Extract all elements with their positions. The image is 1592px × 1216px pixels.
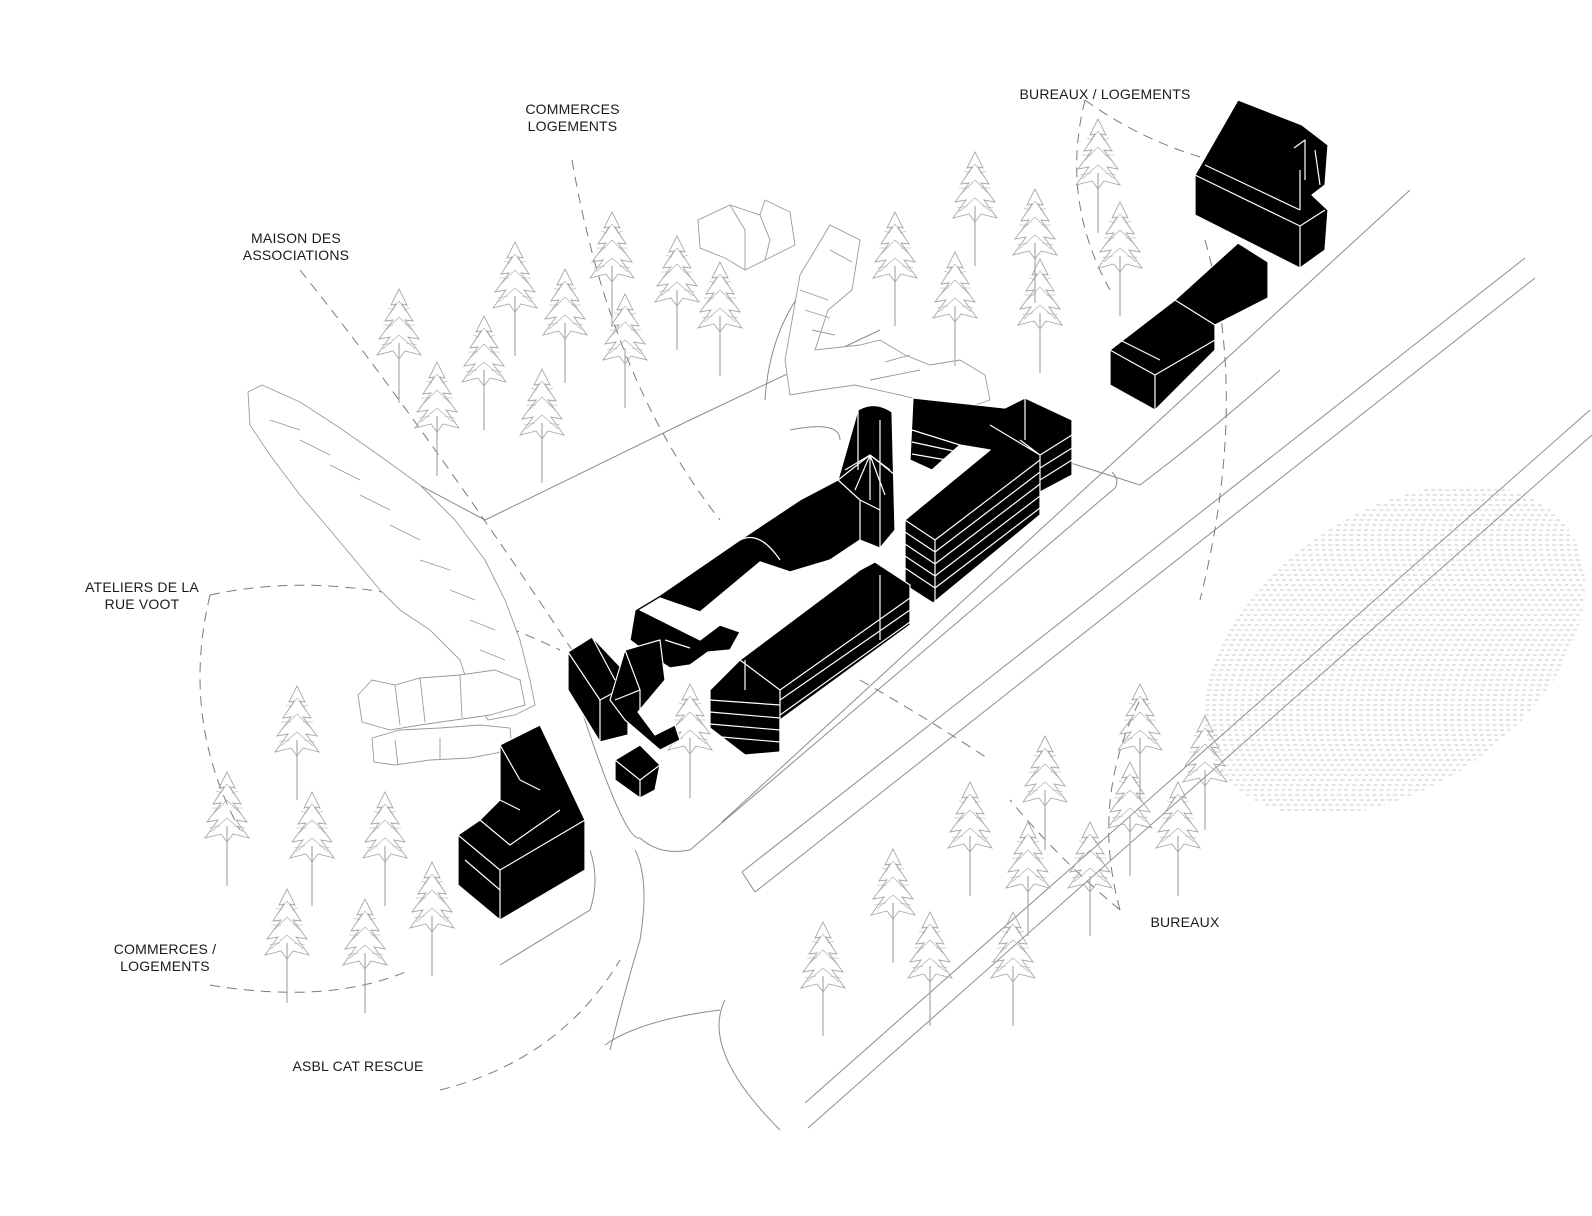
label-commerces-logements-bottom: COMMERCES /LOGEMENTS xyxy=(113,941,217,974)
tree-icon xyxy=(542,268,588,384)
tree-icon xyxy=(409,861,455,977)
tree-icon xyxy=(697,261,743,377)
tree-icon xyxy=(519,368,565,484)
tree-icon xyxy=(461,315,507,431)
tree-icon xyxy=(1022,735,1068,851)
tree-icon xyxy=(1067,821,1113,937)
tree-icon xyxy=(362,791,408,907)
tree-icon xyxy=(1097,201,1143,317)
label-bureaux: BUREAUX xyxy=(1150,914,1220,930)
tree-icon xyxy=(274,685,320,801)
tree-icon xyxy=(492,241,538,357)
tree-icon xyxy=(342,898,388,1014)
tree-icon xyxy=(654,235,700,351)
tree-icon xyxy=(1182,715,1228,831)
project-buildings xyxy=(457,99,1329,921)
tree-icon xyxy=(204,771,250,887)
tree-icon xyxy=(264,888,310,1004)
tree-icon xyxy=(414,361,460,477)
roads xyxy=(259,189,1592,1131)
leader-lines xyxy=(199,99,1227,1091)
tree-icon xyxy=(1017,258,1063,374)
tree-icon xyxy=(1005,821,1051,937)
label-bureaux-logements: BUREAUX / LOGEMENTS xyxy=(1019,86,1191,102)
context-buildings xyxy=(247,199,991,766)
tree-icon xyxy=(800,921,846,1037)
tree-icon xyxy=(907,911,953,1027)
tree-icon xyxy=(289,791,335,907)
tree-icon xyxy=(870,848,916,964)
tree-icon xyxy=(376,288,422,404)
tree-icon xyxy=(1107,761,1153,877)
tree-icon xyxy=(932,251,978,367)
tree-icon xyxy=(952,151,998,267)
tree-icon xyxy=(1155,781,1201,897)
hatch-field xyxy=(1204,489,1586,811)
label-asbl-cat-rescue: ASBL CAT RESCUE xyxy=(292,1058,424,1074)
tree-icon xyxy=(947,781,993,897)
tree-icon xyxy=(872,211,918,327)
